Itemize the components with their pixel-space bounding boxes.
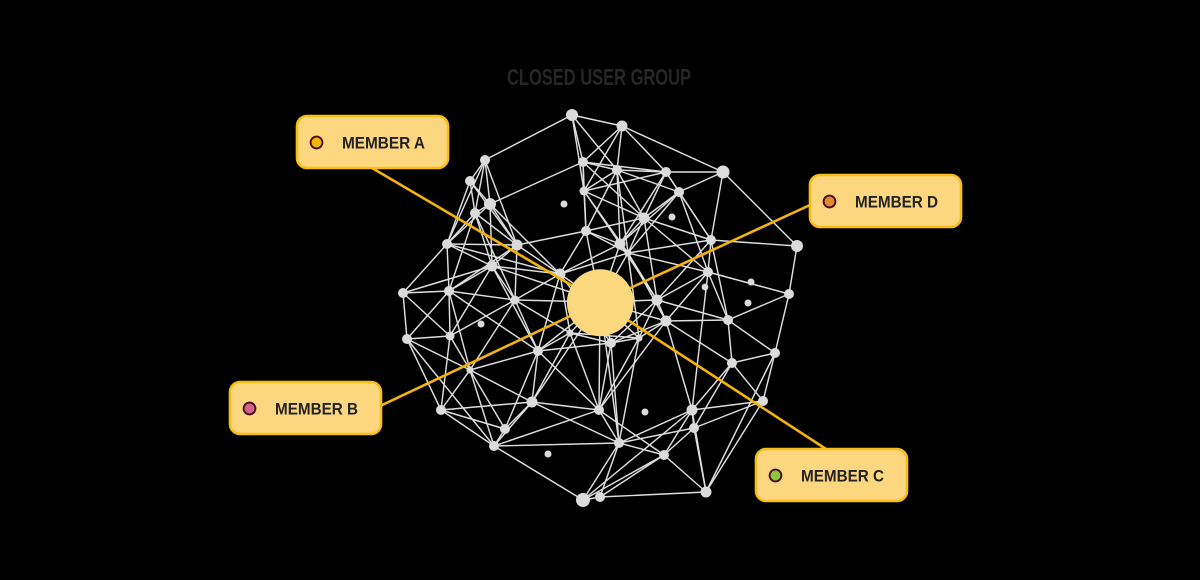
svg-text:MEMBER D: MEMBER D xyxy=(855,194,938,212)
svg-text:MEMBER A: MEMBER A xyxy=(342,135,425,153)
svg-text:MEMBER B: MEMBER B xyxy=(275,401,358,419)
svg-text:CLOSED USER GROUP: CLOSED USER GROUP xyxy=(507,64,691,90)
svg-text:MEMBER C: MEMBER C xyxy=(801,468,884,486)
